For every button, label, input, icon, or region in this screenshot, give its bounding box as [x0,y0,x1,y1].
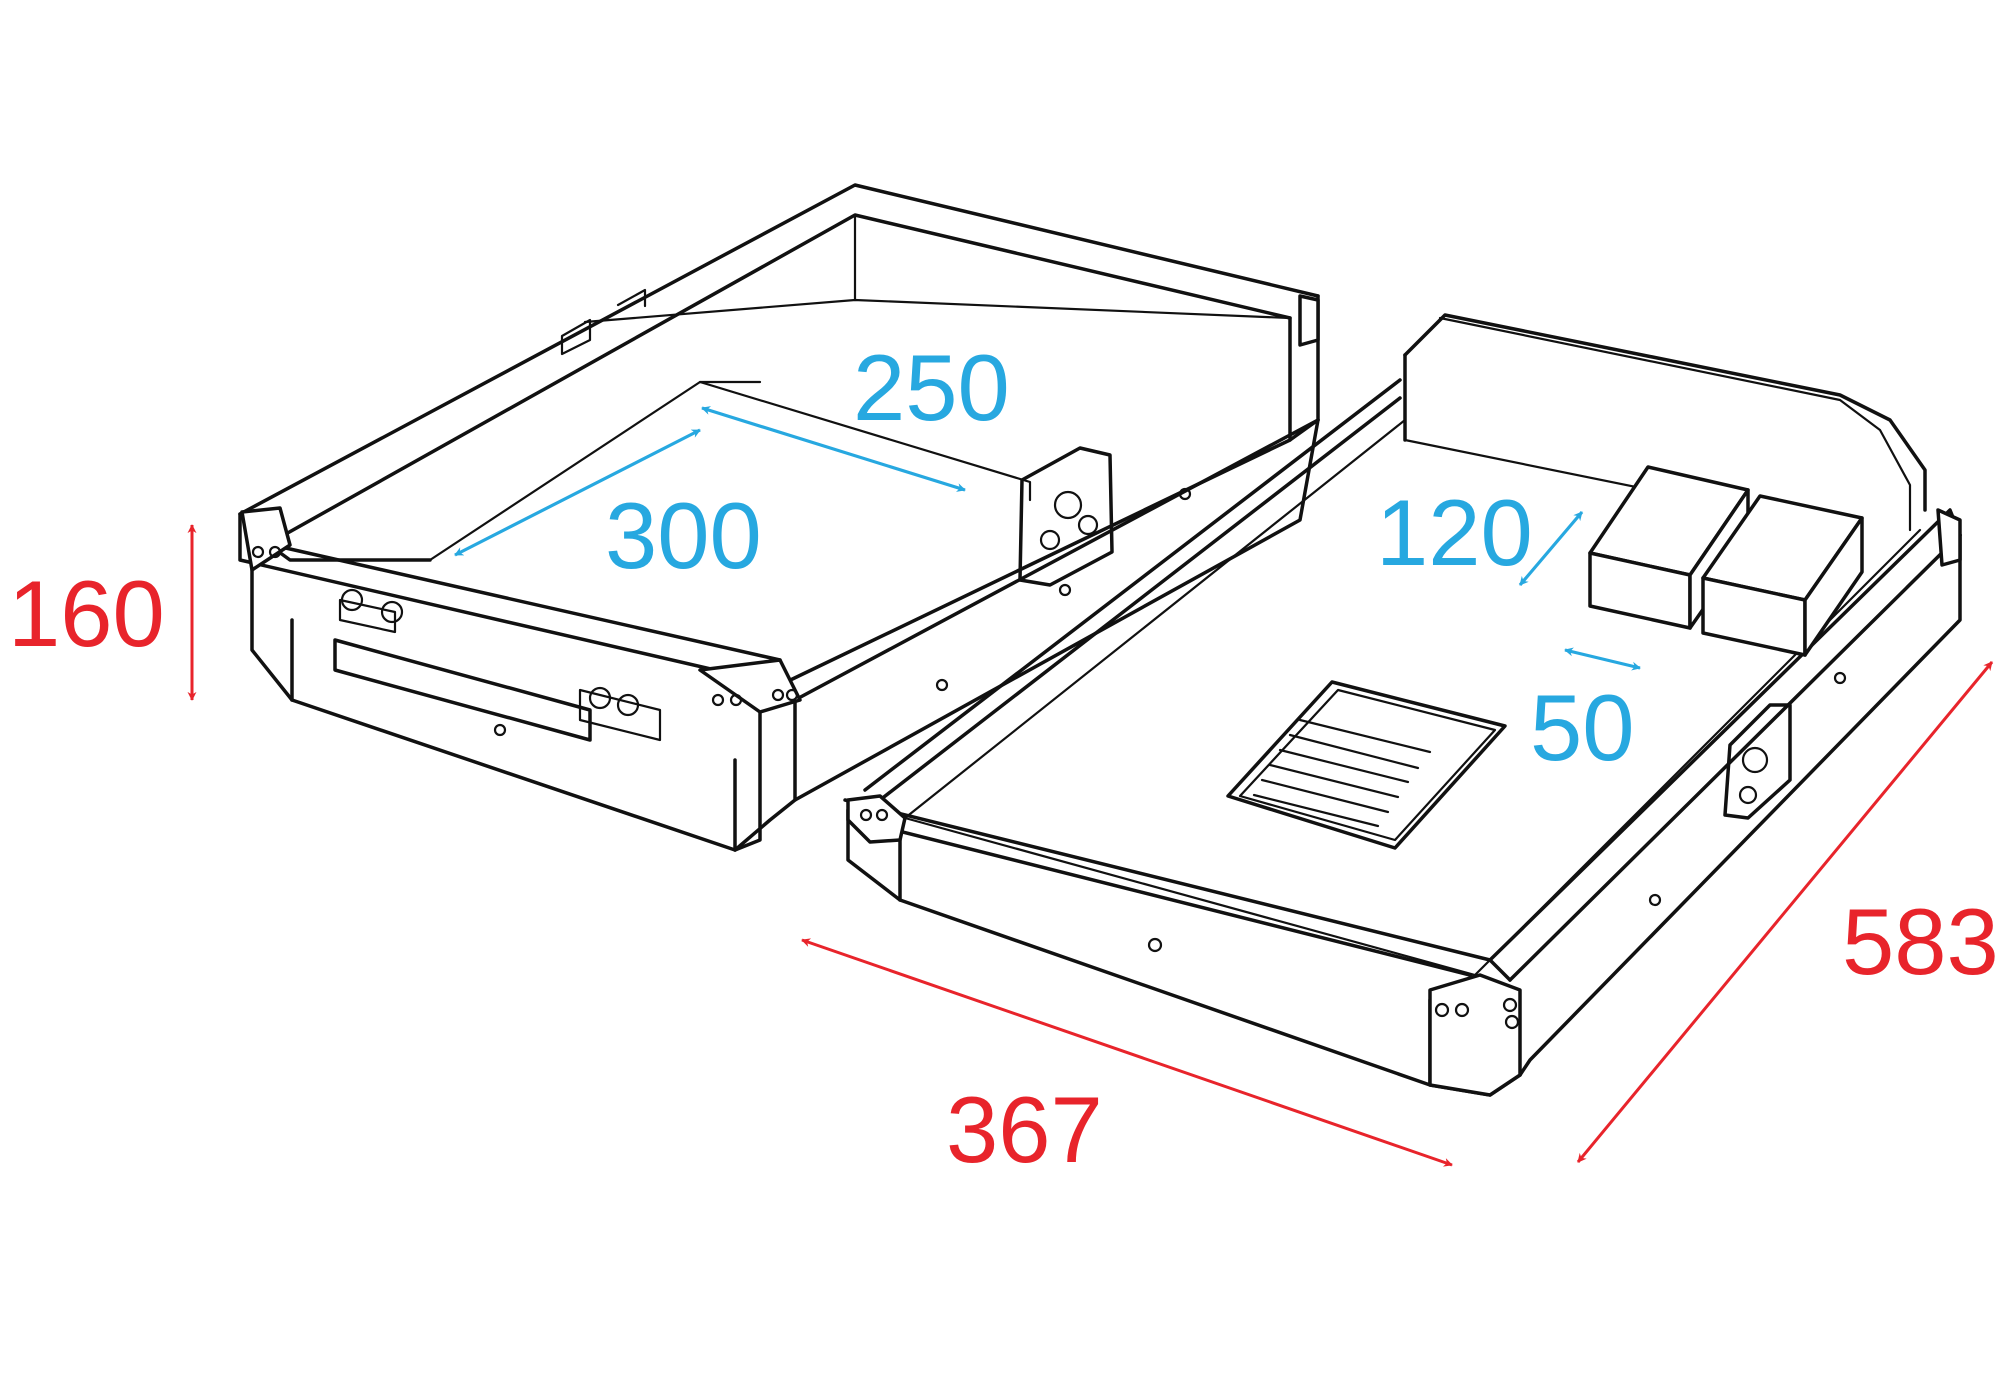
dim-width-arrow [801,938,1453,1167]
label-compartment-depth: 120 [1376,480,1533,585]
dim-inner-width-arrow [701,406,966,492]
compartment-blocks [1588,465,1864,657]
case-lid [238,183,1320,852]
label-height: 160 [8,561,165,666]
label-compartment-height: 50 [1530,675,1635,780]
label-width: 367 [946,1077,1103,1182]
label-depth: 583 [1842,889,1999,994]
label-inner-depth: 300 [605,483,762,588]
dim-compartment-height-arrow [1564,647,1641,671]
dim-compartment-depth-arrow [1518,510,1584,587]
label-inner-width: 250 [853,335,1010,440]
vent-slots [1252,718,1432,828]
dim-depth-arrow [1576,661,1994,1163]
case-base [843,313,1962,1097]
dim-inner-depth-arrow [454,428,701,557]
